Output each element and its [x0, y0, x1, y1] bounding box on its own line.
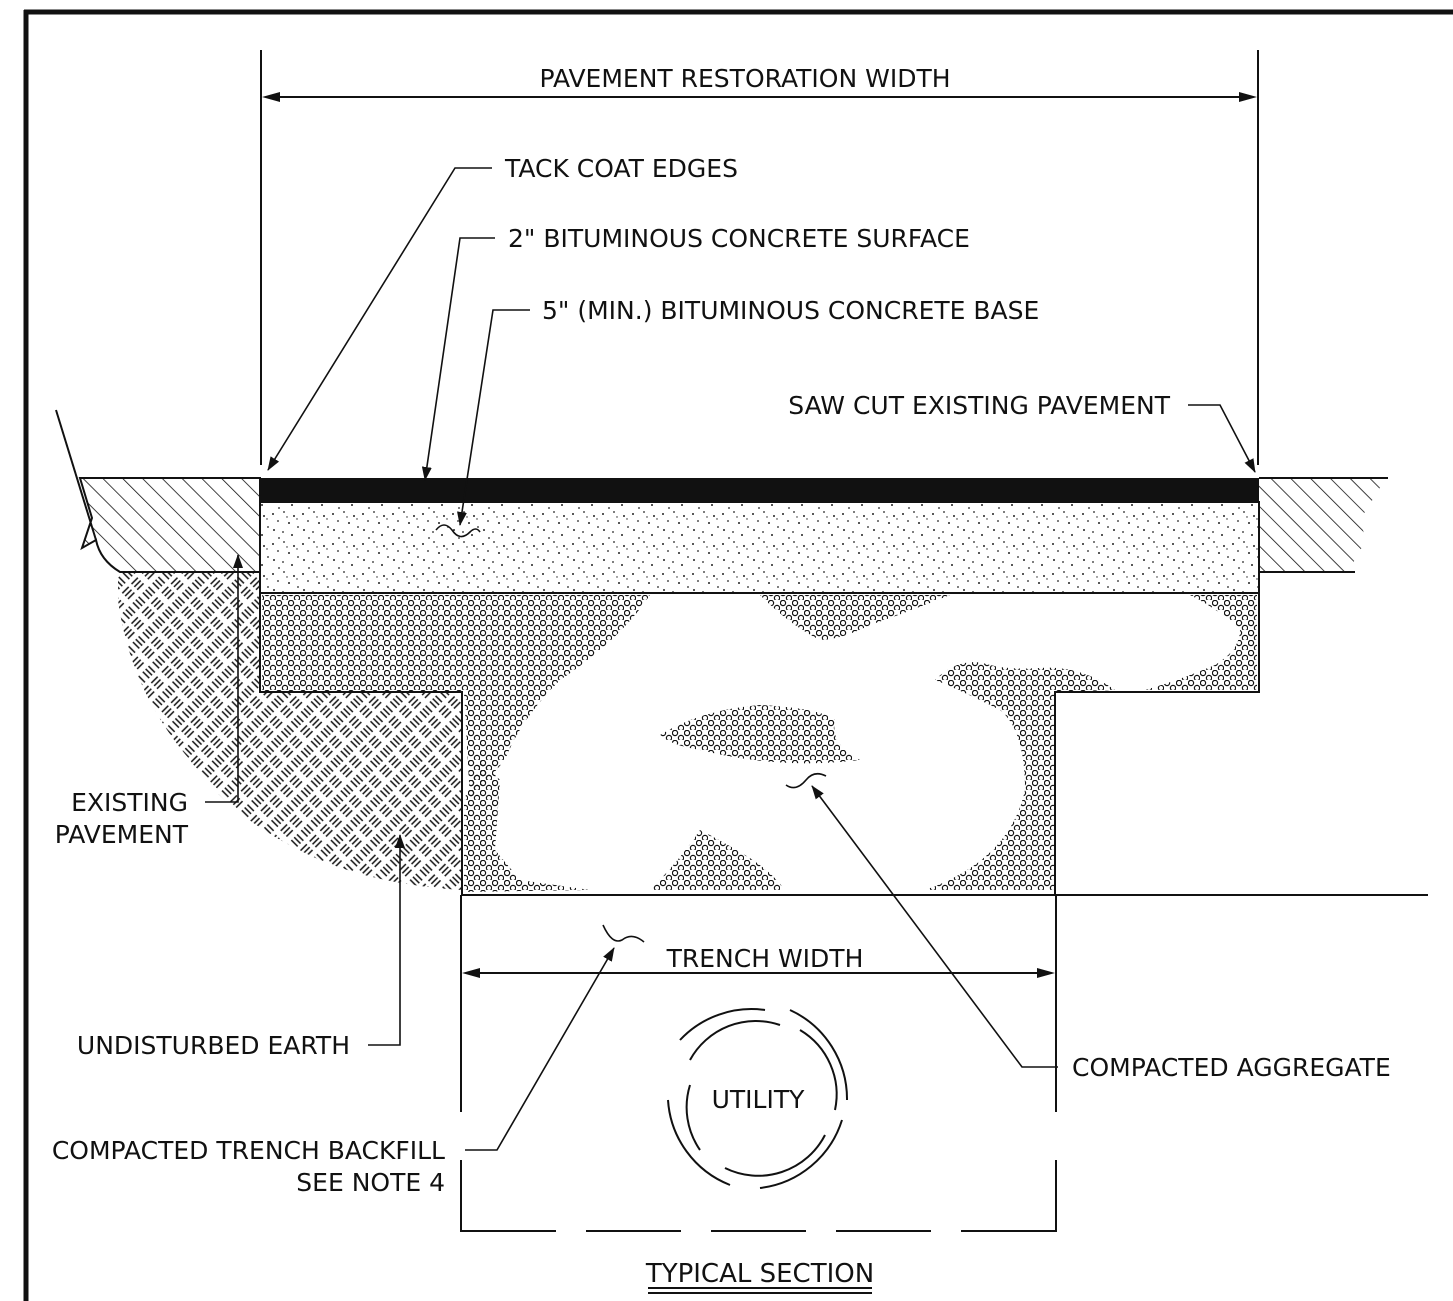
utility-pipe	[667, 1008, 849, 1189]
aggregate-break-mark	[785, 772, 827, 789]
undisturbed-earth-leader	[368, 834, 405, 1046]
undisturbed-earth-label: UNDISTURBED EARTH	[77, 1031, 350, 1060]
base-leader	[457, 309, 530, 526]
trench-bottom-dashed	[460, 1160, 1057, 1232]
existing-pavement-label-2: PAVEMENT	[55, 820, 189, 849]
base-course	[259, 501, 1260, 594]
surface-label: 2" BITUMINOUS CONCRETE SURFACE	[508, 224, 970, 253]
base-label: 5" (MIN.) BITUMINOUS CONCRETE BASE	[542, 296, 1039, 325]
undisturbed-earth	[118, 572, 462, 890]
drawing-title: TYPICAL SECTION	[645, 1259, 874, 1289]
restoration-width-label: PAVEMENT RESTORATION WIDTH	[539, 64, 950, 93]
surface-leader	[421, 237, 495, 481]
compacted-aggregate-label: COMPACTED AGGREGATE	[1072, 1053, 1391, 1082]
utility-label: UTILITY	[712, 1085, 806, 1114]
ground-edge-line	[55, 409, 97, 541]
backfill-break-mark	[602, 924, 645, 943]
base-break-mark	[435, 524, 481, 538]
trench-width-dimension	[460, 895, 1057, 1112]
backfill-leader	[465, 947, 615, 1151]
trench-width-label: TRENCH WIDTH	[666, 944, 864, 973]
compacted-aggregate-fill	[262, 595, 1257, 892]
tack-coat-label: TACK COAT EDGES	[504, 154, 738, 183]
existing-pavement-leader	[205, 554, 243, 803]
backfill-label-1: COMPACTED TRENCH BACKFILL	[52, 1136, 445, 1165]
saw-cut-leader	[1188, 404, 1256, 473]
aggregate-leader	[811, 785, 1058, 1068]
sheet-border	[23, 9, 1453, 1301]
backfill-label-2: SEE NOTE 4	[296, 1168, 445, 1197]
existing-pavement-label-1: EXISTING	[71, 788, 188, 817]
existing-pavement-right	[1259, 478, 1386, 572]
restoration-width-dimension	[260, 50, 1259, 465]
surface-course	[260, 478, 1259, 502]
tack-coat-leader	[267, 167, 492, 471]
saw-cut-label: SAW CUT EXISTING PAVEMENT	[788, 391, 1170, 420]
existing-pavement-left	[78, 477, 261, 573]
